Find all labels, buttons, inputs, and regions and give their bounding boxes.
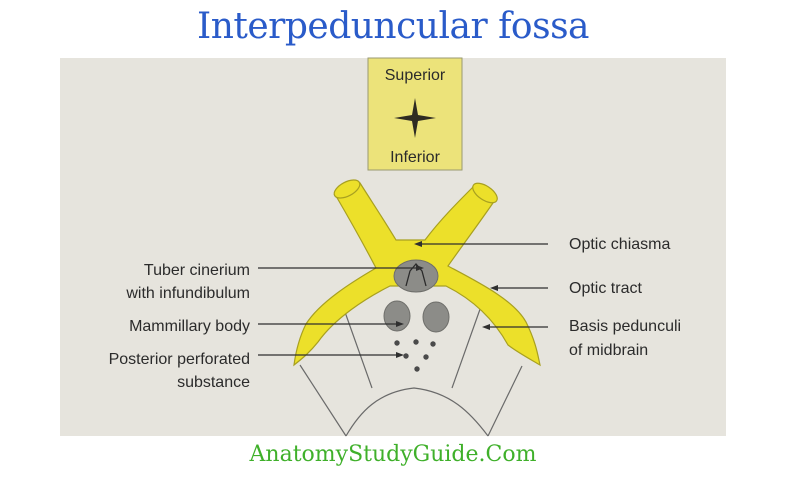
posterior-perforated-label-2: substance xyxy=(177,374,250,391)
left-optic-nerve-cut xyxy=(333,179,361,199)
right-peduncle-edge xyxy=(487,365,523,437)
inferior-label: Inferior xyxy=(390,149,440,166)
posterior-perforated-label: Posterior perforated xyxy=(109,351,250,368)
compass-star-icon xyxy=(394,98,436,138)
infundibulum-shape xyxy=(405,263,427,287)
basis-pedunculi-label-2: of midbrain xyxy=(569,342,648,359)
left-peduncle-edge xyxy=(299,364,347,437)
optic-chiasma-label: Optic chiasma xyxy=(569,236,670,253)
optic-tract-label: Optic tract xyxy=(569,280,642,297)
tuber-cinereum xyxy=(393,259,439,293)
leader-lines xyxy=(258,243,548,356)
page-title: Interpeduncular fossa xyxy=(196,6,590,47)
orientation-compass: Superior Inferior xyxy=(367,57,463,171)
basis-pedunculi-label: Basis pedunculi xyxy=(569,318,681,335)
right-fossa-line xyxy=(451,297,485,389)
right-mammillary-body xyxy=(422,301,450,333)
posterior-perforated-dots xyxy=(394,339,436,372)
midbrain-arc xyxy=(345,387,489,437)
site-footer: AnatomyStudyGuide.Com xyxy=(249,442,537,467)
tuber-cinerium-label-2: with infundibulum xyxy=(125,285,250,302)
compass-box xyxy=(367,57,463,171)
tuber-cinerium-label: Tuber cinerium xyxy=(144,262,250,279)
leader-arrowheads xyxy=(396,241,498,358)
superior-label: Superior xyxy=(385,67,446,84)
mammillary-body-label: Mammillary body xyxy=(129,318,250,335)
right-optic-nerve-cut xyxy=(472,182,498,204)
